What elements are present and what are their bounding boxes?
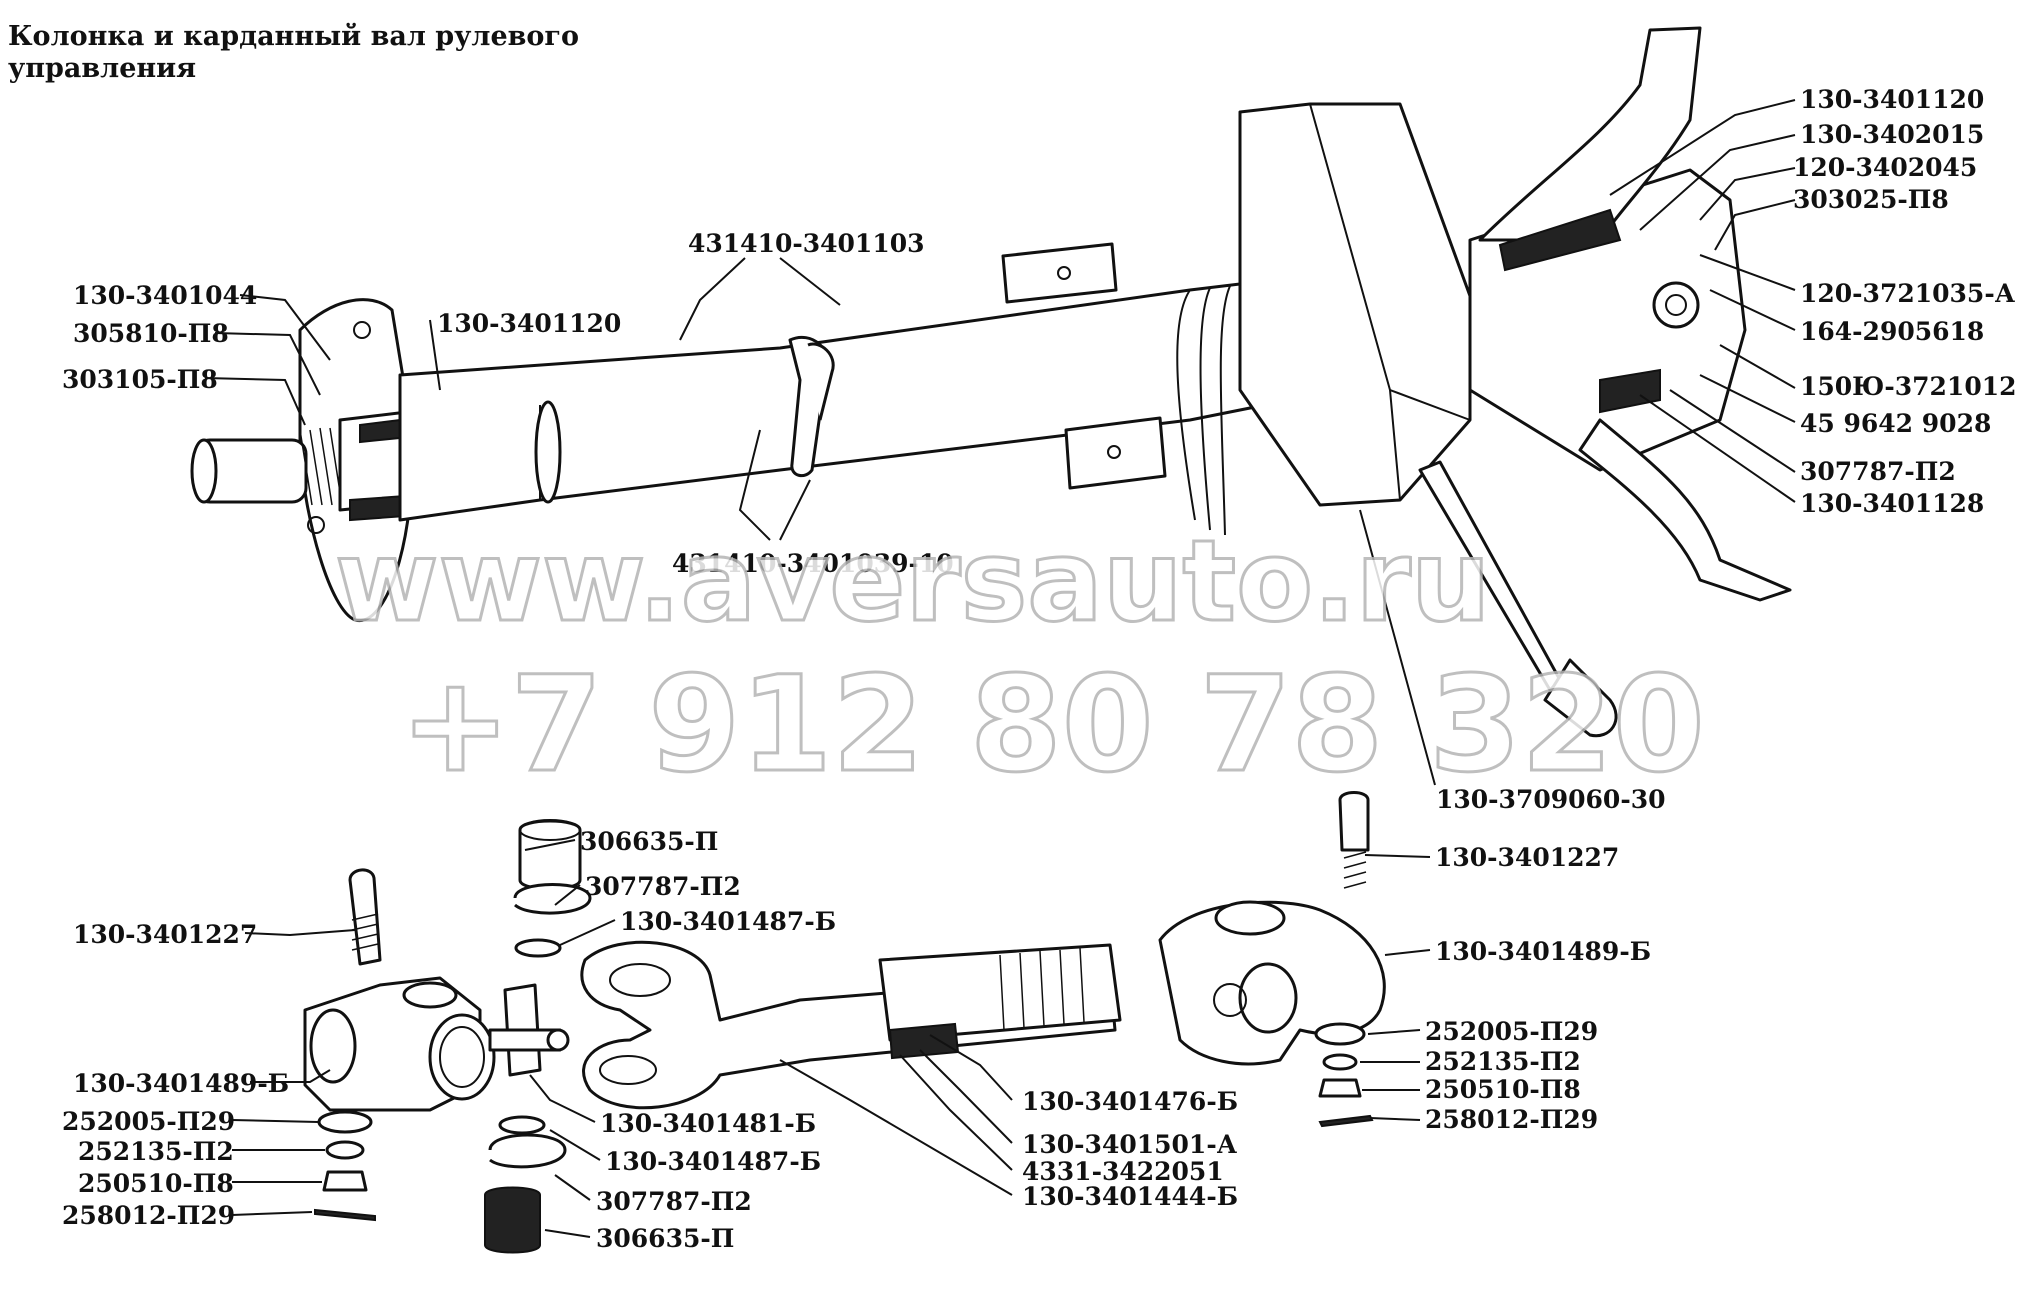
part-label: 130-3401120: [437, 309, 621, 338]
part-label: 120-3721035-А: [1800, 279, 2016, 308]
part-label: 150Ю-3721012: [1800, 372, 2017, 401]
part-label: 120-3402045: [1793, 153, 1977, 182]
left-spring-washer: [325, 1140, 365, 1160]
labels-shaft-bottom: 130-3401481-Б 130-3401487-Б 307787-П2 30…: [596, 1087, 1238, 1253]
labels-shaft-left: 130-3401227 130-3401489-Б 252005-П29 252…: [62, 920, 289, 1230]
switch-wires: [1176, 285, 1231, 536]
part-label: 130-3402015: [1800, 120, 1984, 149]
part-label: 130-3401487-Б: [605, 1147, 821, 1176]
part-label: 307787-П2: [596, 1187, 752, 1216]
part-label: 130-3401044: [73, 281, 257, 310]
part-label: 307787-П2: [1800, 457, 1956, 486]
right-washer: [1314, 1022, 1366, 1046]
part-label: 130-3401501-А: [1022, 1130, 1238, 1159]
seal-ring-top: [514, 938, 562, 958]
cardan-shaft-assembly: [303, 791, 1386, 1254]
labels-column-upper-right: 130-3401120 130-3402015 120-3402045 3030…: [1793, 85, 2017, 518]
part-label: 130-3401120: [1800, 85, 1984, 114]
snap-ring-bottom: [488, 1133, 567, 1169]
watermark-url: www.aversauto.ru: [335, 517, 1491, 647]
right-clamp-pin: [1338, 791, 1370, 852]
part-label: 130-3401227: [73, 920, 257, 949]
part-label: 252005-П29: [62, 1107, 235, 1136]
column-tube: [398, 276, 1292, 522]
part-label: 303105-П8: [62, 365, 218, 394]
bearing-cap-top: [518, 819, 582, 891]
right-cotter-pin: [1318, 1114, 1374, 1128]
right-nut: [1318, 1078, 1362, 1098]
snap-ring-top: [513, 883, 592, 915]
part-label: 252135-П2: [78, 1137, 234, 1166]
seal-ring-bottom: [498, 1115, 546, 1135]
part-label: 258012-П29: [62, 1201, 235, 1230]
part-label: 130-3401487-Б: [620, 907, 836, 936]
part-label: 305810-П8: [73, 319, 229, 348]
part-label: 307787-П2: [585, 872, 741, 901]
lower-bracket: [1064, 416, 1167, 490]
part-label: 306635-П: [580, 827, 718, 856]
left-washer: [317, 1110, 373, 1134]
left-nut: [322, 1170, 368, 1192]
part-label: 130-3401489-Б: [1435, 937, 1651, 966]
part-label: 303025-П8: [1793, 185, 1949, 214]
part-label: 250510-П8: [78, 1169, 234, 1198]
left-cotter-pin: [314, 1208, 376, 1222]
part-label: 130-3401476-Б: [1022, 1087, 1238, 1116]
switch-lever-knob: [1543, 658, 1618, 738]
part-label: 130-3709060-30: [1436, 785, 1666, 814]
middle-yoke: [580, 940, 1117, 1110]
part-label: 4331-3422051: [1022, 1157, 1224, 1186]
part-label: 45 9642 9028: [1800, 409, 1991, 438]
part-label: 252005-П29: [1425, 1017, 1598, 1046]
labels-column-mid: 130-3401120 431410-3401103 431410-340103…: [437, 229, 1666, 814]
steering-wheel-spoke-top: [1478, 26, 1702, 242]
watermark: www.aversauto.ru +7 912 80 78 320: [334, 516, 1707, 804]
shaft-thread: [299, 427, 343, 506]
leader-lines: [204, 99, 1796, 1238]
spline-sleeve: [878, 943, 1122, 1042]
steering-wheel-spoke-bottom: [1578, 418, 1792, 602]
labels-shaft-top: 306635-П 307787-П2 130-3401487-Б: [580, 827, 836, 936]
left-yoke-bore-top: [402, 981, 458, 1009]
part-label: 306635-П: [596, 1224, 734, 1253]
right-spring-washer: [1322, 1053, 1358, 1071]
part-label: 258012-П29: [1425, 1105, 1598, 1134]
part-label: 252135-П2: [1425, 1047, 1581, 1076]
labels-column-left: 130-3401044 305810-П8 303105-П8: [62, 281, 257, 394]
upper-bracket: [1001, 242, 1118, 304]
labels-shaft-right: 130-3401227 130-3401489-Б 252005-П29 252…: [1425, 843, 1651, 1134]
part-label: 130-3401481-Б: [600, 1109, 816, 1138]
part-label: 431410-3401103: [688, 229, 925, 258]
combination-switch-housing: [1238, 102, 1472, 507]
part-label: 130-3401444-Б: [1022, 1182, 1238, 1211]
part-label: 130-3401227: [1435, 843, 1619, 872]
part-label: 130-3401489-Б: [73, 1069, 289, 1098]
part-label: 250510-П8: [1425, 1075, 1581, 1104]
diagram-title-line2: управления: [8, 53, 196, 84]
part-label: 431410-3401039-10: [672, 549, 954, 578]
part-label: 130-3401128: [1800, 489, 1984, 518]
part-label: 164-2905618: [1800, 317, 1984, 346]
bearing-cap-bottom: [484, 1186, 541, 1254]
diagram-title-line1: Колонка и карданный вал рулевого: [8, 21, 579, 52]
watermark-phone: +7 912 80 78 320: [400, 648, 1705, 802]
